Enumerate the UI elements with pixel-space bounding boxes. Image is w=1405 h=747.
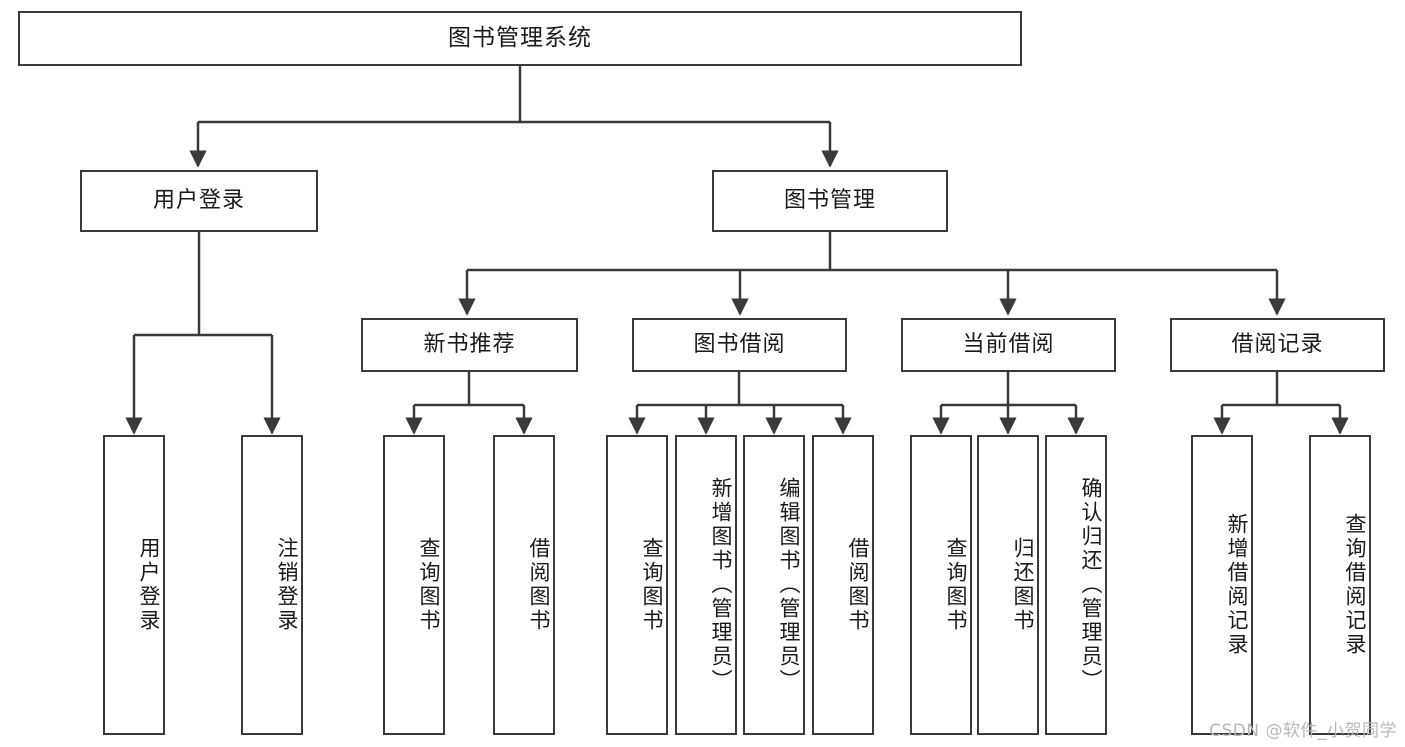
node-book-borrow[interactable]: 图书借阅: [632, 318, 847, 372]
leaf-borrow-add-book-admin[interactable]: 新增图书（管理员）: [675, 435, 737, 735]
leaf-new-book-query-book[interactable]: 查询图书: [383, 435, 445, 735]
leaf-record-add-borrow-record[interactable]: 新增借阅记录: [1191, 435, 1253, 735]
node-root-book-management-system[interactable]: 图书管理系统: [18, 11, 1022, 66]
node-new-book-recommend[interactable]: 新书推荐: [361, 318, 578, 372]
leaf-new-book-borrow-book[interactable]: 借阅图书: [493, 435, 555, 735]
leaf-borrow-edit-book-admin[interactable]: 编辑图书（管理员）: [743, 435, 805, 735]
node-borrow-record[interactable]: 借阅记录: [1170, 318, 1385, 372]
leaf-record-query-borrow-record[interactable]: 查询借阅记录: [1309, 435, 1371, 735]
leaf-user-login-logout[interactable]: 注销登录: [241, 435, 303, 735]
leaf-borrow-query-book[interactable]: 查询图书: [606, 435, 668, 735]
node-book-management[interactable]: 图书管理: [712, 170, 948, 232]
leaf-current-confirm-return-admin[interactable]: 确认归还（管理员）: [1045, 435, 1107, 735]
node-user-login[interactable]: 用户登录: [80, 170, 318, 232]
leaf-borrow-borrow-book[interactable]: 借阅图书: [812, 435, 874, 735]
csdn-watermark: CSDN @软件_小贺同学: [1209, 721, 1397, 741]
leaf-current-return-book[interactable]: 归还图书: [977, 435, 1039, 735]
leaf-user-login-login[interactable]: 用户登录: [103, 435, 165, 735]
leaf-current-query-book[interactable]: 查询图书: [910, 435, 972, 735]
node-current-borrow[interactable]: 当前借阅: [901, 318, 1116, 372]
